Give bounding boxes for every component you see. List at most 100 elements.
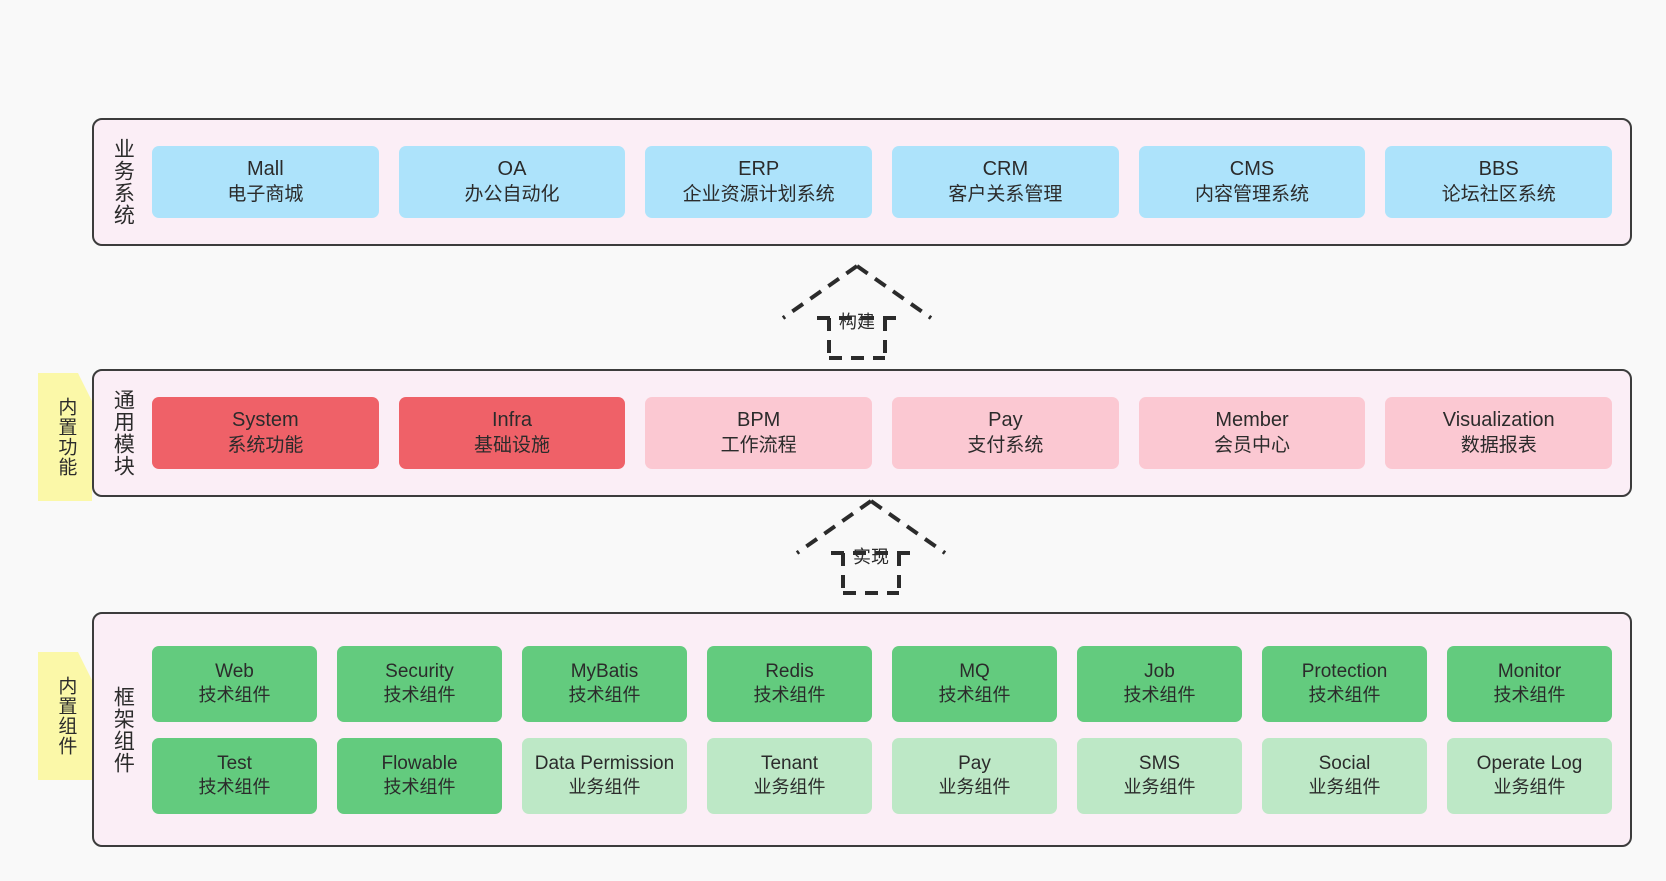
card-mall[interactable]: Mall 电子商城 [152, 146, 379, 218]
card-protection[interactable]: Protection 技术组件 [1262, 645, 1427, 722]
card-row: System 系统功能 Infra 基础设施 BPM 工作流程 Pay 支付系统… [152, 397, 1613, 469]
connector-realize-label: 实现 [853, 547, 889, 567]
card-row: Mall 电子商城 OA 办公自动化 ERP 企业资源计划系统 CRM 客户关系… [152, 146, 1613, 218]
card-title: MQ [959, 660, 990, 682]
card-title: ERP [738, 158, 780, 181]
card-title: MyBatis [570, 660, 639, 682]
card-crm[interactable]: CRM 客户关系管理 [892, 146, 1119, 218]
card-title: Mall [247, 158, 284, 181]
card-infra[interactable]: Infra 基础设施 [398, 397, 626, 469]
layer-body-common-module: System 系统功能 Infra 基础设施 BPM 工作流程 Pay 支付系统… [150, 371, 1630, 495]
card-system[interactable]: System 系统功能 [152, 397, 379, 469]
card-subtitle: 客户关系管理 [948, 183, 1063, 205]
card-erp[interactable]: ERP 企业资源计划系统 [645, 146, 873, 218]
card-subtitle: 业务组件 [753, 777, 826, 798]
card-mq[interactable]: MQ 技术组件 [892, 645, 1057, 722]
card-job[interactable]: Job 技术组件 [1077, 645, 1242, 722]
card-visualization[interactable]: Visualization 数据报表 [1385, 397, 1613, 469]
connector-build: 构建 [779, 262, 935, 362]
card-subtitle: 基础设施 [474, 434, 551, 456]
card-subtitle: 数据报表 [1460, 434, 1537, 456]
card-tenant[interactable]: Tenant 业务组件 [707, 737, 872, 814]
card-subtitle: 业务组件 [1123, 777, 1196, 798]
layer-title-framework-components: 框架组件 [111, 685, 135, 774]
note-label: 内置功能 [55, 397, 77, 477]
card-title: Visualization [1442, 409, 1555, 432]
card-bbs[interactable]: BBS 论坛社区系统 [1385, 146, 1613, 218]
card-flowable[interactable]: Flowable 技术组件 [337, 737, 502, 814]
card-subtitle: 技术组件 [938, 685, 1011, 706]
card-title: BPM [737, 409, 781, 432]
card-oa[interactable]: OA 办公自动化 [398, 146, 626, 218]
card-subtitle: 技术组件 [383, 777, 456, 798]
card-title: Flowable [381, 752, 458, 774]
card-monitor[interactable]: Monitor 技术组件 [1447, 645, 1612, 722]
card-subtitle: 技术组件 [568, 685, 641, 706]
card-title: OA [497, 158, 527, 181]
card-subtitle: 技术组件 [198, 777, 271, 798]
card-title: Test [217, 752, 252, 774]
card-title: CRM [982, 158, 1029, 181]
card-cms[interactable]: CMS 内容管理系统 [1138, 146, 1366, 218]
card-subtitle: 会员中心 [1214, 434, 1291, 456]
card-bpm[interactable]: BPM 工作流程 [645, 397, 873, 469]
layer-business-system[interactable]: 业务系统 Mall 电子商城 OA 办公自动化 ERP 企业资源计划系统 CRM… [92, 118, 1632, 246]
card-subtitle: 技术组件 [1493, 685, 1566, 706]
card-operate-log[interactable]: Operate Log 业务组件 [1447, 737, 1612, 814]
note-label: 内置组件 [55, 676, 77, 756]
card-subtitle: 技术组件 [198, 685, 271, 706]
card-subtitle: 论坛社区系统 [1441, 183, 1556, 205]
connector-build-label: 构建 [839, 312, 875, 332]
card-sms[interactable]: SMS 业务组件 [1077, 737, 1242, 814]
card-subtitle: 系统功能 [227, 434, 304, 456]
card-row: Test 技术组件 Flowable 技术组件 Data Permission … [152, 737, 1612, 814]
card-row: Web 技术组件 Security 技术组件 MyBatis 技术组件 Redi… [152, 645, 1612, 722]
card-subtitle: 业务组件 [938, 777, 1011, 798]
card-pay[interactable]: Pay 支付系统 [892, 397, 1119, 469]
card-title: Member [1215, 409, 1289, 432]
card-title: Data Permission [534, 752, 675, 774]
card-pay-component[interactable]: Pay 业务组件 [892, 737, 1057, 814]
card-subtitle: 业务组件 [1493, 777, 1566, 798]
card-title: Protection [1301, 660, 1388, 682]
card-subtitle: 支付系统 [967, 434, 1044, 456]
connector-realize: 实现 [793, 497, 949, 597]
card-title: CMS [1229, 158, 1275, 181]
card-title: Monitor [1497, 660, 1562, 682]
card-subtitle: 企业资源计划系统 [682, 183, 835, 205]
card-subtitle: 办公自动化 [464, 183, 560, 205]
card-subtitle: 技术组件 [1123, 685, 1196, 706]
card-title: Redis [765, 660, 814, 682]
layer-body-business-system: Mall 电子商城 OA 办公自动化 ERP 企业资源计划系统 CRM 客户关系… [150, 120, 1630, 244]
card-title: Job [1144, 660, 1175, 682]
card-title: Pay [958, 752, 991, 774]
card-title: Security [385, 660, 454, 682]
card-subtitle: 技术组件 [383, 685, 456, 706]
card-mybatis[interactable]: MyBatis 技术组件 [522, 645, 687, 722]
card-test[interactable]: Test 技术组件 [152, 737, 317, 814]
layer-title-business-system: 业务系统 [111, 138, 135, 226]
card-web[interactable]: Web 技术组件 [152, 645, 317, 722]
card-social[interactable]: Social 业务组件 [1262, 737, 1427, 814]
card-member[interactable]: Member 会员中心 [1138, 397, 1366, 469]
card-subtitle: 业务组件 [568, 777, 641, 798]
card-subtitle: 电子商城 [227, 183, 304, 205]
card-title: Tenant [760, 752, 819, 774]
layer-body-framework-components: Web 技术组件 Security 技术组件 MyBatis 技术组件 Redi… [150, 614, 1630, 845]
card-subtitle: 内容管理系统 [1195, 183, 1310, 205]
card-title: Infra [491, 409, 533, 432]
note-builtin-components: 内置组件 [38, 652, 92, 780]
card-title: Pay [988, 409, 1023, 432]
card-security[interactable]: Security 技术组件 [337, 645, 502, 722]
layer-common-module[interactable]: 通用模块 System 系统功能 Infra 基础设施 BPM 工作流程 Pay… [92, 369, 1632, 497]
card-redis[interactable]: Redis 技术组件 [707, 645, 872, 722]
card-subtitle: 技术组件 [753, 685, 826, 706]
note-builtin-features: 内置功能 [38, 373, 92, 501]
layer-framework-components[interactable]: 框架组件 Web 技术组件 Security 技术组件 MyBatis 技术组件… [92, 612, 1632, 847]
card-subtitle: 业务组件 [1308, 777, 1381, 798]
card-data-permission[interactable]: Data Permission 业务组件 [522, 737, 687, 814]
card-subtitle: 工作流程 [720, 434, 797, 456]
layer-title-common-module: 通用模块 [111, 389, 135, 477]
card-title: Web [215, 660, 254, 682]
